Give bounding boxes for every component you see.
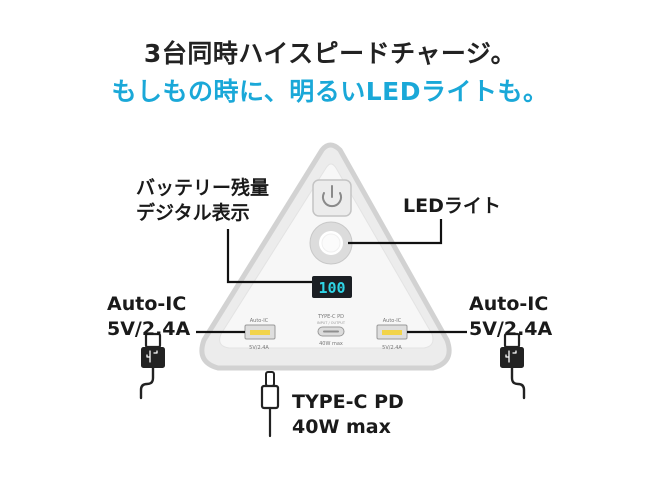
- port-center-bottom-label: 40W max: [319, 341, 343, 347]
- power-icon: [322, 185, 342, 208]
- left-port-callout-line1: Auto-IC: [107, 293, 187, 315]
- right-port-callout: Auto-IC 5V/2.4A: [469, 292, 552, 342]
- right-port-callout-line1: Auto-IC: [469, 293, 549, 315]
- port-left-bottom-label: 5V/2.4A: [249, 345, 269, 351]
- battery-display-callout: バッテリー残量 デジタル表示: [136, 176, 269, 226]
- battery-callout-line1: バッテリー残量: [136, 177, 270, 199]
- typec-callout-line2: 40W max: [292, 416, 391, 438]
- left-port-callout: Auto-IC 5V/2.4A: [107, 292, 190, 342]
- battery-callout-line2: デジタル表示: [136, 202, 250, 224]
- port-left-top-label: Auto-IC: [250, 318, 269, 324]
- port-right-bottom-label: 5V/2.4A: [382, 345, 402, 351]
- right-port-callout-line2: 5V/2.4A: [469, 318, 553, 340]
- usb-a-port-left[interactable]: Auto-IC 5V/2.4A: [244, 318, 276, 351]
- usb-a-port-right[interactable]: Auto-IC 5V/2.4A: [376, 318, 408, 351]
- callout-line-battery: [226, 229, 312, 284]
- callout-line-led: [348, 219, 443, 245]
- left-port-callout-line2: 5V/2.4A: [107, 318, 191, 340]
- power-button[interactable]: [312, 179, 352, 217]
- battery-display: 100: [312, 276, 352, 298]
- usb-a-cable-icon: [500, 332, 526, 400]
- usb-c-cable-icon: [260, 371, 280, 438]
- led-light-callout: LEDライト: [403, 194, 501, 219]
- typec-callout: TYPE-C PD 40W max: [292, 390, 404, 440]
- callout-lines: [196, 219, 467, 334]
- port-right-top-label: Auto-IC: [383, 318, 402, 324]
- led-light-icon: [309, 221, 353, 265]
- headline-secondary: もしもの時に、明るいLEDライトも。: [111, 77, 549, 106]
- usb-c-port[interactable]: TYPE-C PD INPUT / OUTPUT 40W max: [317, 314, 346, 347]
- port-center-sub-label: INPUT / OUTPUT: [317, 321, 346, 325]
- port-center-top-label: TYPE-C PD: [317, 314, 344, 320]
- led-callout-text: LEDライト: [403, 195, 501, 217]
- headline-primary: 3台同時ハイスピードチャージ。: [143, 39, 517, 68]
- typec-callout-line1: TYPE-C PD: [292, 391, 404, 413]
- usb-a-cable-icon: [139, 332, 165, 400]
- battery-display-value: 100: [318, 279, 345, 297]
